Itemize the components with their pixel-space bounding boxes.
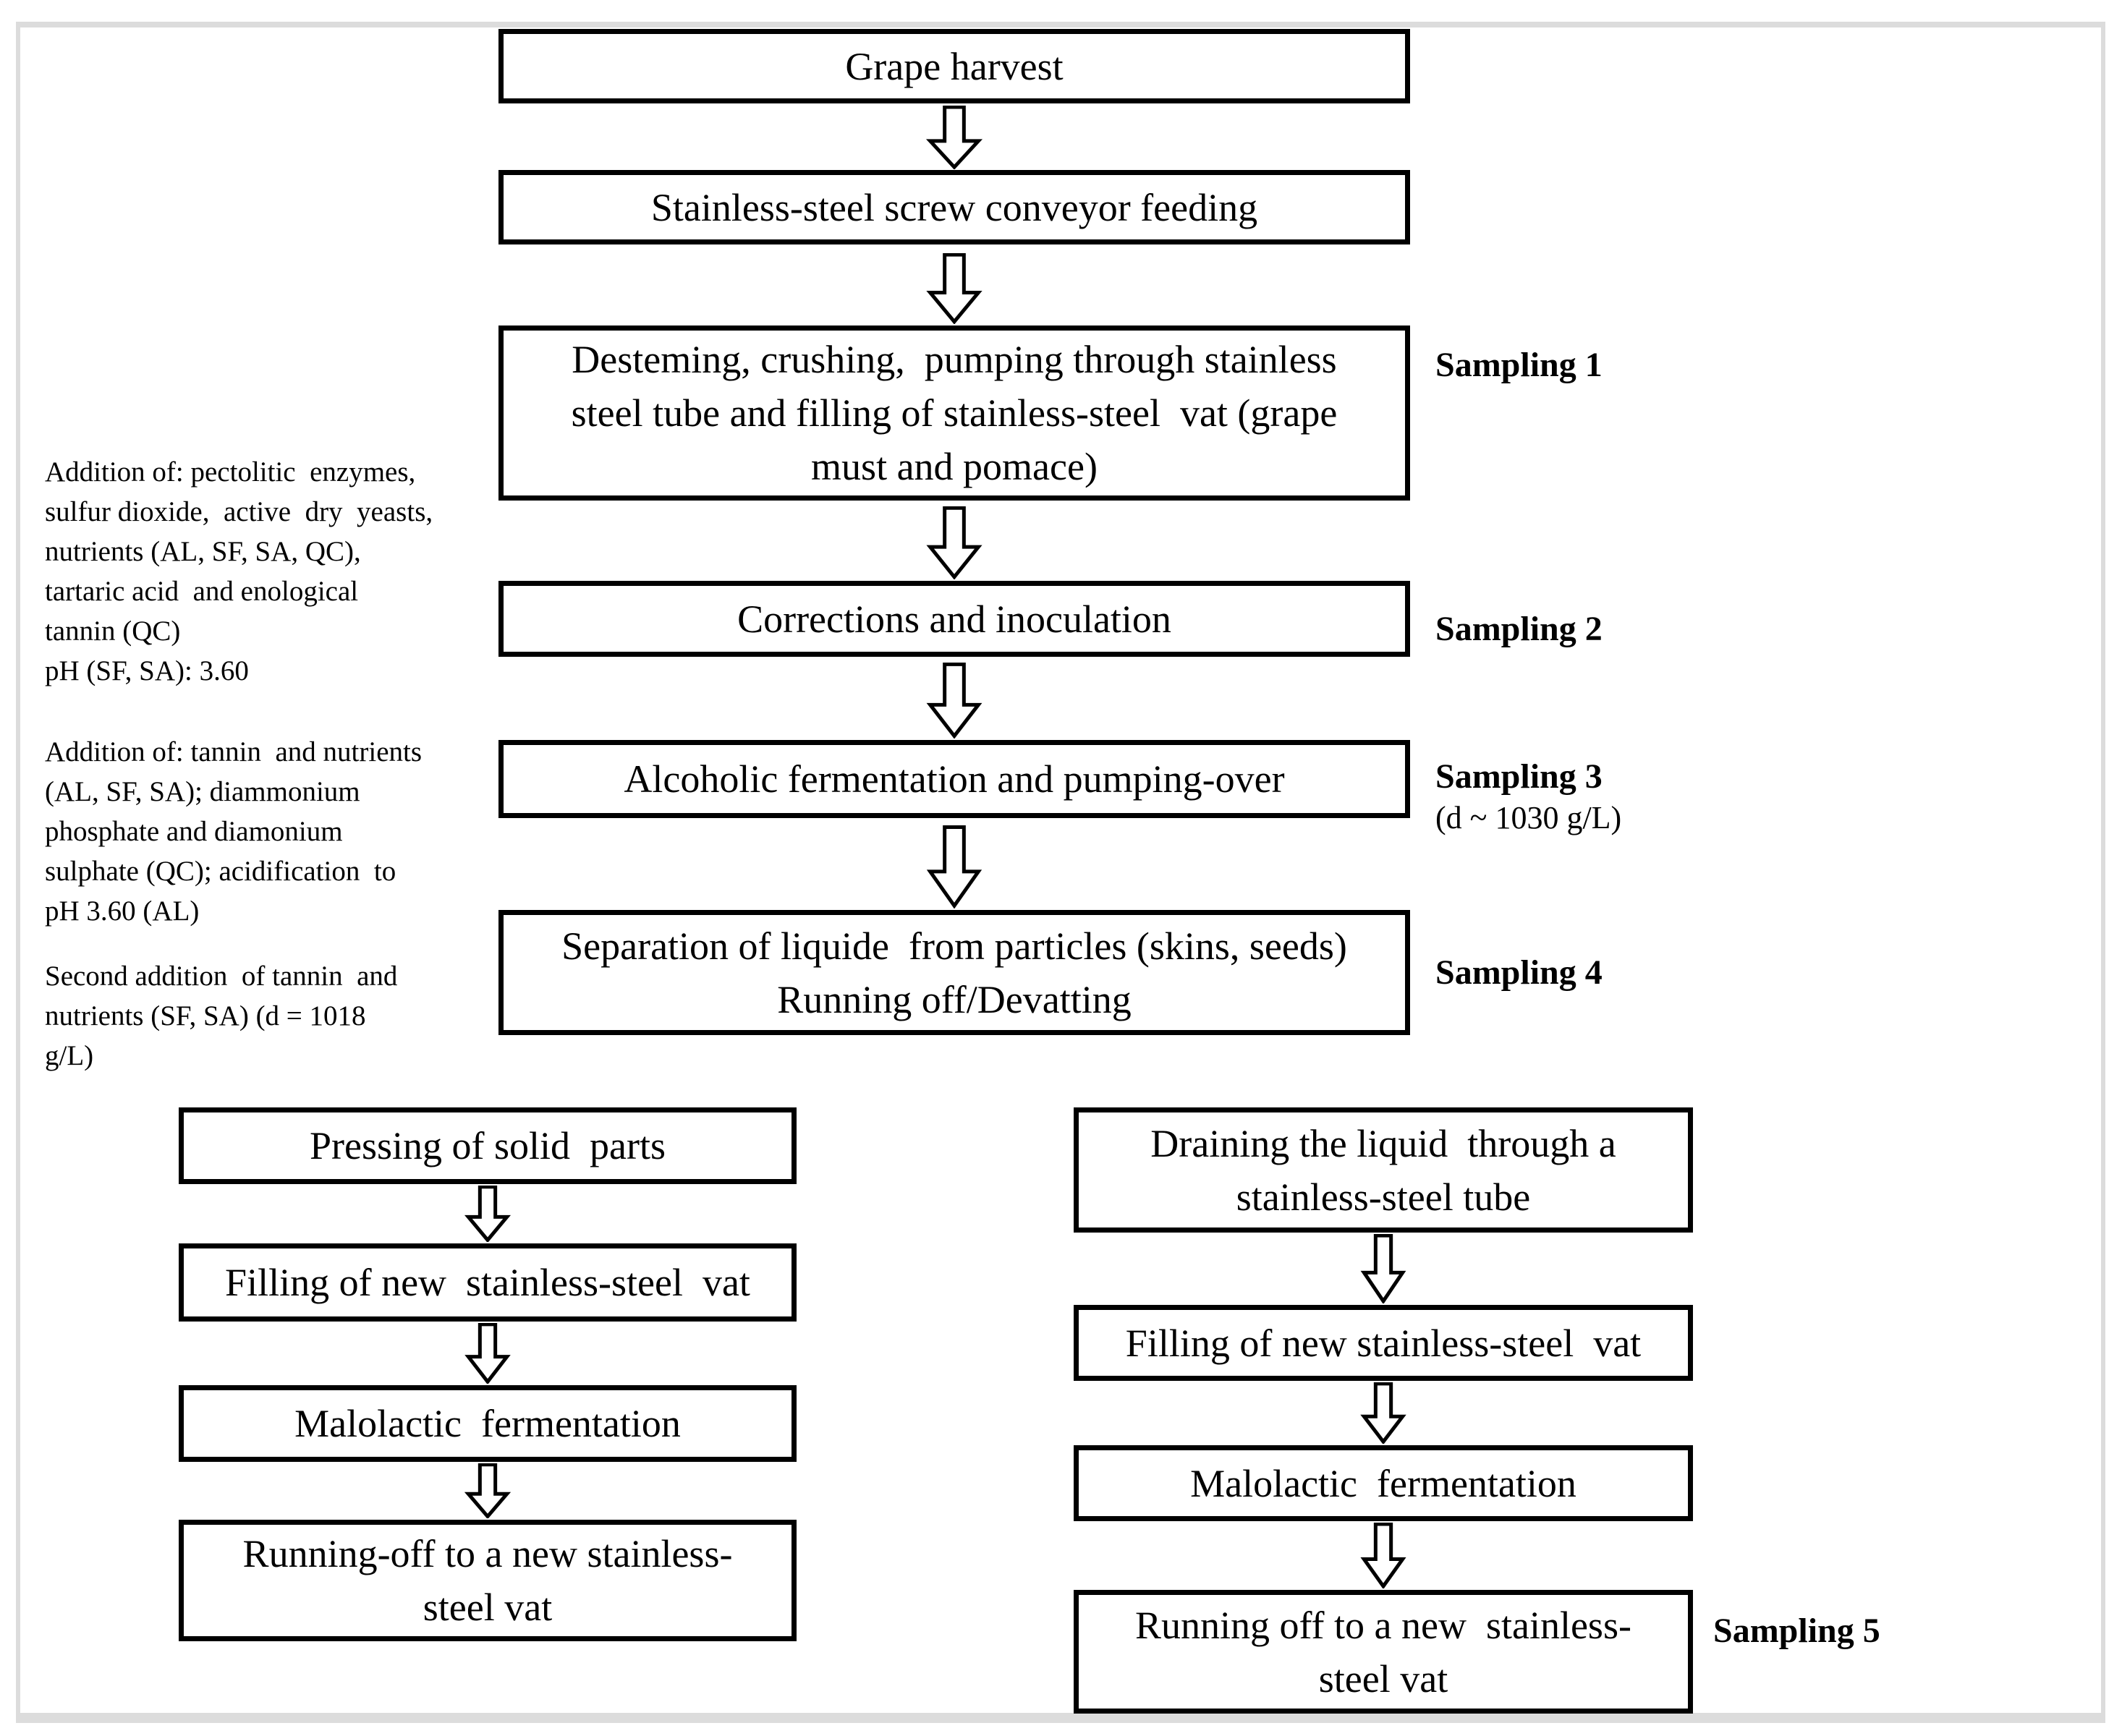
flow-box-pressing-solid-parts: Pressing of solid parts (179, 1107, 797, 1184)
down-arrow-icon (1360, 1234, 1406, 1303)
flow-box-filling-vat-left: Filling of new stainless-steel vat (179, 1243, 797, 1322)
sampling-5-label: Sampling 5 (1713, 1612, 1880, 1650)
sampling-1-label: Sampling 1 (1435, 346, 1603, 384)
box-label: Filling of new stainless-steel vat (225, 1261, 750, 1304)
down-arrow-icon (925, 106, 983, 169)
down-arrow-icon (1360, 1523, 1406, 1588)
flow-box-malolactic-left: Malolactic fermentation (179, 1385, 797, 1462)
flow-box-alcoholic-fermentation: Alcoholic fermentation and pumping-over (498, 740, 1410, 818)
down-arrow-icon (925, 253, 983, 324)
down-arrow-icon (464, 1463, 511, 1518)
flow-box-screw-conveyor: Stainless-steel screw conveyor feeding (498, 170, 1410, 244)
annotation-first-additions: Addition of: pectolitic enzymes, sulfur … (45, 456, 433, 686)
down-arrow-icon (925, 506, 983, 579)
flow-box-desteming-crushing: Desteming, crushing, pumping through sta… (498, 326, 1410, 501)
box-label: Alcoholic fermentation and pumping-over (624, 757, 1285, 801)
annotation-third-additions: Second addition of tannin and nutrients … (45, 961, 398, 1071)
flow-box-draining-liquid: Draining the liquid through a stainless-… (1074, 1107, 1693, 1233)
box-label: Draining the liquid through a stainless-… (1150, 1121, 1616, 1219)
flow-box-running-off-left: Running-off to a new stainless- steel va… (179, 1520, 797, 1641)
sampling-2-label: Sampling 2 (1435, 610, 1603, 648)
box-label: Grape harvest (845, 44, 1064, 88)
box-label: Running off to a new stainless- steel va… (1135, 1603, 1631, 1701)
annotation-second-additions: Addition of: tannin and nutrients (AL, S… (45, 736, 423, 927)
flow-box-corrections-inoculation: Corrections and inoculation (498, 581, 1410, 657)
down-arrow-icon (925, 825, 983, 909)
flow-box-filling-vat-right: Filling of new stainless-steel vat (1074, 1305, 1693, 1381)
flow-box-malolactic-right: Malolactic fermentation (1074, 1445, 1693, 1521)
box-label: Malolactic fermentation (1190, 1461, 1576, 1505)
box-label: Filling of new stainless-steel vat (1125, 1321, 1642, 1365)
box-label: Malolactic fermentation (294, 1402, 681, 1445)
flow-box-running-off-right: Running off to a new stainless- steel va… (1074, 1590, 1693, 1714)
sampling-4-label: Sampling 4 (1435, 953, 1603, 992)
box-label: Separation of liquide from particles (sk… (561, 924, 1347, 1021)
down-arrow-icon (464, 1186, 511, 1242)
down-arrow-icon (464, 1323, 511, 1384)
sampling-3-density-note: (d ~ 1030 g/L) (1435, 800, 1622, 835)
box-label: Stainless-steel screw conveyor feeding (650, 185, 1258, 229)
box-label: Pressing of solid parts (310, 1124, 666, 1167)
flow-box-separation-devatting: Separation of liquide from particles (sk… (498, 910, 1410, 1035)
down-arrow-icon (1360, 1382, 1406, 1444)
box-label: Corrections and inoculation (737, 597, 1171, 641)
box-label: Desteming, crushing, pumping through sta… (571, 338, 1338, 488)
flow-box-grape-harvest: Grape harvest (498, 29, 1410, 103)
sampling-3-label: Sampling 3 (1435, 757, 1603, 796)
box-label: Running-off to a new stainless- steel va… (242, 1532, 733, 1629)
down-arrow-icon (925, 663, 983, 739)
